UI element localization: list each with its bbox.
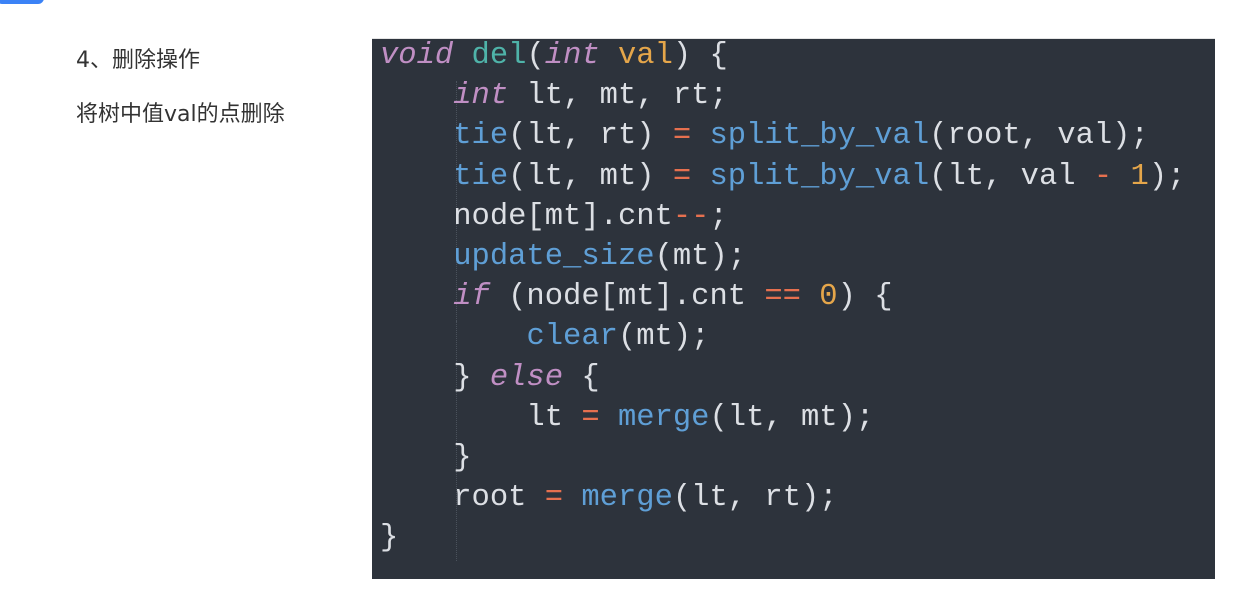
code-token: merge xyxy=(617,400,710,435)
code-token xyxy=(563,481,581,515)
code-token: ) { xyxy=(837,280,893,315)
code-token: tie xyxy=(453,119,509,154)
code-line: root = merge(lt, rt); xyxy=(380,478,838,518)
code-line: update_size(mt); xyxy=(380,237,746,277)
code-token: int xyxy=(453,79,509,114)
code-token: = xyxy=(544,481,564,516)
code-token: if xyxy=(453,280,490,315)
code-token: = xyxy=(672,159,692,194)
code-token: clear xyxy=(526,320,618,355)
code-line: tie(lt, mt) = split_by_val(lt, val - 1); xyxy=(380,157,1185,197)
code-token: = xyxy=(581,400,600,435)
code-token: lt xyxy=(380,400,582,435)
code-token xyxy=(380,79,453,113)
code-token xyxy=(801,280,819,314)
code-token: { xyxy=(563,360,600,395)
code-token: split_by_val xyxy=(709,119,930,154)
code-token: lt, mt, rt; xyxy=(508,79,728,114)
code-token: (mt); xyxy=(654,240,747,274)
code-token: ( xyxy=(526,39,545,73)
code-token xyxy=(1112,160,1130,194)
code-token: 1 xyxy=(1130,159,1149,194)
code-token: ; xyxy=(709,199,728,234)
code-token: val xyxy=(618,39,673,73)
code-token: == xyxy=(764,280,801,315)
code-token: 0 xyxy=(819,280,838,315)
code-token: node[mt].cnt xyxy=(380,199,673,234)
code-token: (lt, rt); xyxy=(672,481,838,516)
code-token: -- xyxy=(672,199,710,234)
code-line: } xyxy=(380,518,398,558)
code-token: root xyxy=(380,481,545,516)
code-token: int xyxy=(544,39,600,73)
code-token xyxy=(691,119,709,153)
code-block: void del(int val) { int lt, mt, rt; tie(… xyxy=(372,38,1215,579)
code-token xyxy=(380,160,453,194)
code-token: void xyxy=(380,39,454,73)
code-token: merge xyxy=(581,481,673,516)
code-line: if (node[mt].cnt == 0) { xyxy=(380,277,893,317)
code-token: (node[mt].cnt xyxy=(489,280,765,315)
code-token: else xyxy=(489,360,564,395)
code-token: ) { xyxy=(672,39,728,73)
code-token xyxy=(380,320,526,354)
code-token: (mt); xyxy=(617,320,710,355)
section-description: 将树中值val的点删除 xyxy=(76,102,285,127)
code-token: update_size xyxy=(453,240,655,274)
code-token xyxy=(600,39,618,73)
code-token: (lt, val xyxy=(929,159,1094,194)
code-line: tie(lt, rt) = split_by_val(root, val); xyxy=(380,116,1149,156)
code-token xyxy=(453,39,471,73)
code-line: } else { xyxy=(380,358,600,398)
code-line: int lt, mt, rt; xyxy=(380,76,728,116)
top-tab-edge[interactable] xyxy=(0,0,44,4)
code-token xyxy=(600,401,618,435)
code-token: } xyxy=(380,360,490,395)
section-heading: 4、删除操作 xyxy=(76,48,200,73)
code-token: } xyxy=(380,441,472,475)
code-token: del xyxy=(471,39,527,73)
code-token xyxy=(380,280,453,314)
code-token: (lt, mt) xyxy=(508,159,673,194)
code-line: clear(mt); xyxy=(380,317,709,357)
code-token: (lt, mt); xyxy=(709,400,875,435)
code-token: tie xyxy=(453,159,509,194)
code-token: (lt, rt) xyxy=(508,119,673,154)
code-token: ); xyxy=(1148,159,1186,194)
indent-guide xyxy=(456,321,457,441)
code-line: node[mt].cnt--; xyxy=(380,197,728,237)
code-line: } xyxy=(380,438,472,478)
code-line: void del(int val) { xyxy=(380,36,728,76)
code-token: = xyxy=(672,119,692,154)
code-token xyxy=(691,160,709,194)
code-token: } xyxy=(380,521,399,556)
code-token xyxy=(380,119,453,153)
code-token xyxy=(380,240,453,274)
code-token: - xyxy=(1093,159,1113,194)
code-token: split_by_val xyxy=(709,159,930,194)
code-line: lt = merge(lt, mt); xyxy=(380,398,874,438)
code-token: (root, val); xyxy=(929,119,1149,154)
